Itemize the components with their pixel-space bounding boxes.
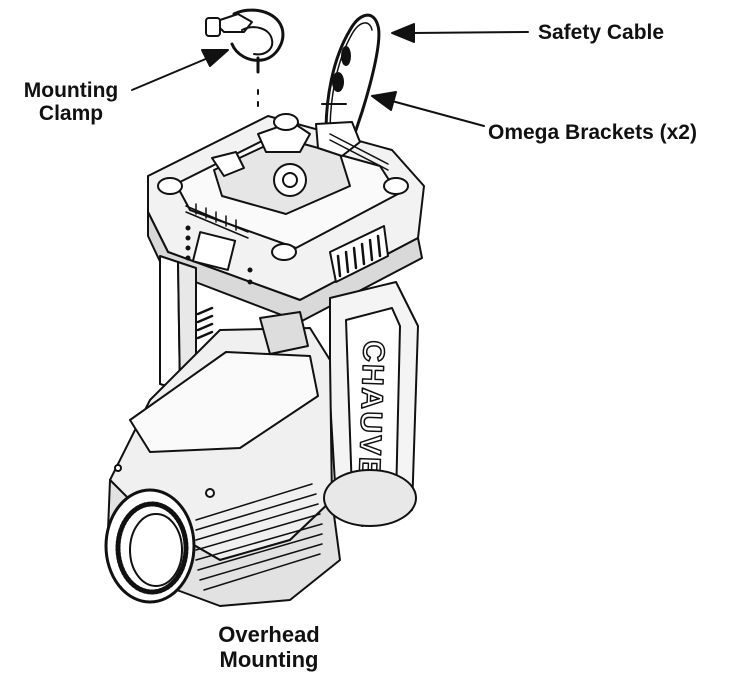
display-panel <box>191 231 237 271</box>
front-lens <box>104 488 196 604</box>
omega-brackets-arrow <box>371 91 485 127</box>
leader-arrows <box>131 23 529 127</box>
safety-cable <box>321 13 381 138</box>
base-vents <box>185 133 389 239</box>
mounting-clamp-label: Mounting Clamp <box>6 79 136 125</box>
handle-grille <box>329 225 389 283</box>
safety-cable-label: Safety Cable <box>538 21 665 44</box>
fixture-base <box>147 113 425 323</box>
caption-line-2: Mounting <box>219 647 319 672</box>
safety-cable-arrow <box>391 23 529 43</box>
control-buttons <box>185 225 253 285</box>
mounting-clamp-arrow <box>131 49 229 91</box>
cooling-fins <box>195 483 323 591</box>
omega-brackets-label: Omega Brackets (x2) <box>488 121 697 144</box>
mounting-clamp-label-line-2: Clamp <box>38 102 104 125</box>
mounting-clamp-label-line-1: Mounting <box>23 79 119 102</box>
tilt-hub <box>323 469 417 527</box>
fixture-head <box>104 311 417 607</box>
corner-feet <box>157 113 409 261</box>
mounting-clamp <box>205 8 285 111</box>
diagram-caption: Overhead Mounting <box>210 622 328 672</box>
caption-line-1: Overhead <box>218 622 320 647</box>
